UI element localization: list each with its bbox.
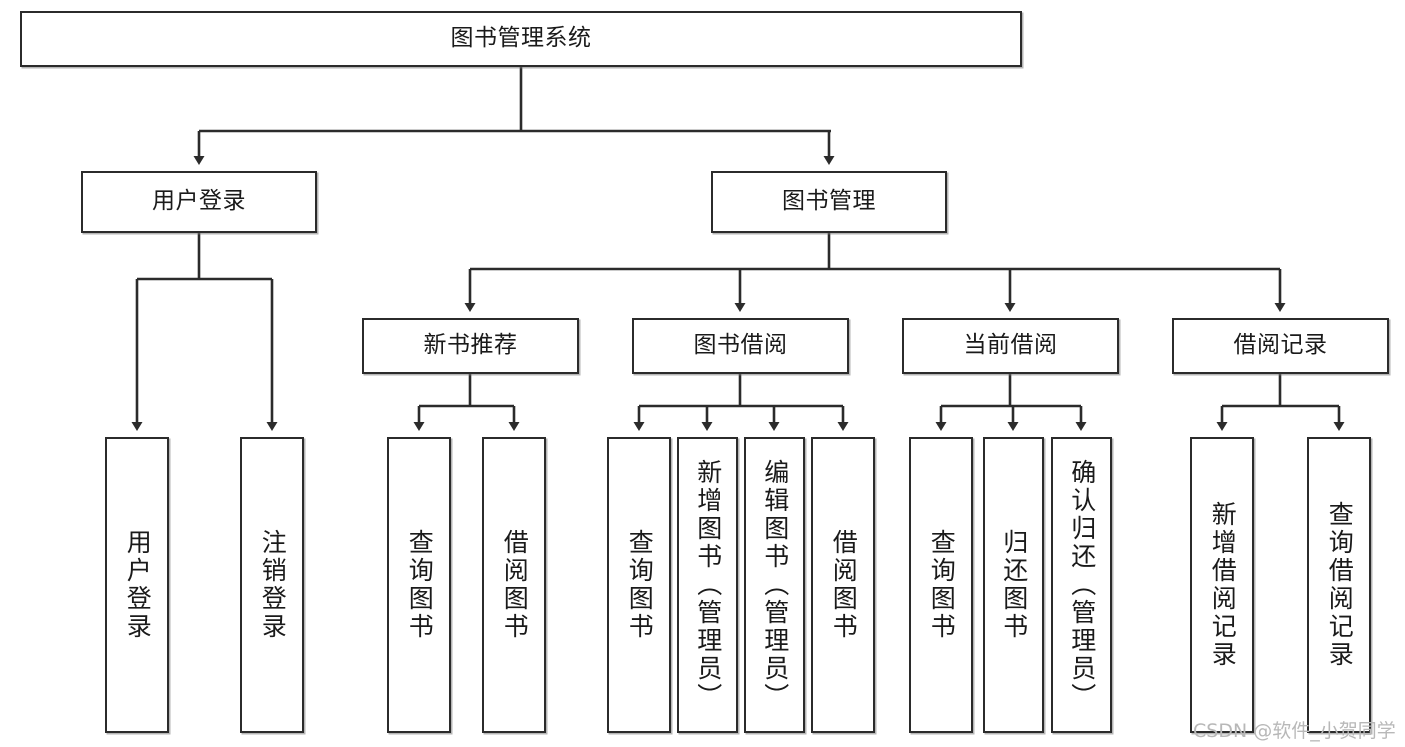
node-book-manage[interactable]: 图书管理: [711, 171, 947, 233]
node-leaf-query-borrow-record[interactable]: 查询借阅记录: [1307, 437, 1371, 733]
node-leaf-query-book-3[interactable]: 查询图书: [909, 437, 973, 733]
node-user-login[interactable]: 用户登录: [81, 171, 317, 233]
node-new-book-recommend-label: 新书推荐: [423, 332, 518, 359]
node-current-borrow[interactable]: 当前借阅: [902, 318, 1119, 374]
node-leaf-edit-book[interactable]: 编辑图书（管理员）: [744, 437, 805, 733]
node-leaf-add-book-label: 新增图书（管理员）: [693, 459, 723, 711]
node-leaf-logout[interactable]: 注销登录: [240, 437, 304, 733]
node-borrow-record[interactable]: 借阅记录: [1172, 318, 1389, 374]
node-leaf-confirm-return[interactable]: 确认归还（管理员）: [1051, 437, 1112, 733]
node-book-manage-label: 图书管理: [782, 188, 876, 215]
node-leaf-query-book-1-label: 查询图书: [405, 529, 435, 641]
node-leaf-edit-book-label: 编辑图书（管理员）: [760, 459, 790, 711]
node-leaf-query-book-3-label: 查询图书: [927, 529, 957, 641]
node-book-borrow[interactable]: 图书借阅: [632, 318, 849, 374]
node-root[interactable]: 图书管理系统: [20, 11, 1022, 67]
node-leaf-user-login-label: 用户登录: [123, 529, 153, 641]
node-leaf-query-book-2[interactable]: 查询图书: [607, 437, 671, 733]
node-leaf-query-book-2-label: 查询图书: [625, 529, 655, 641]
node-leaf-query-book-1[interactable]: 查询图书: [387, 437, 451, 733]
node-leaf-borrow-book-2-label: 借阅图书: [829, 529, 859, 641]
node-leaf-borrow-book-1-label: 借阅图书: [500, 529, 530, 641]
node-new-book-recommend[interactable]: 新书推荐: [362, 318, 579, 374]
node-leaf-confirm-return-label: 确认归还（管理员）: [1067, 459, 1097, 711]
node-leaf-add-borrow-record[interactable]: 新增借阅记录: [1190, 437, 1254, 733]
node-leaf-borrow-book-2[interactable]: 借阅图书: [811, 437, 875, 733]
node-leaf-logout-label: 注销登录: [258, 529, 288, 641]
node-leaf-add-book[interactable]: 新增图书（管理员）: [677, 437, 738, 733]
node-current-borrow-label: 当前借阅: [963, 332, 1058, 359]
node-book-borrow-label: 图书借阅: [693, 332, 788, 359]
node-leaf-add-borrow-record-label: 新增借阅记录: [1208, 501, 1238, 669]
node-leaf-user-login[interactable]: 用户登录: [105, 437, 169, 733]
node-leaf-return-book-label: 归还图书: [999, 529, 1029, 641]
csdn-watermark: CSDN @软件_小贺同学: [1193, 720, 1396, 742]
node-leaf-query-borrow-record-label: 查询借阅记录: [1325, 501, 1355, 669]
node-root-label: 图书管理系统: [450, 25, 592, 52]
node-borrow-record-label: 借阅记录: [1233, 332, 1328, 359]
node-user-login-label: 用户登录: [152, 188, 246, 215]
node-leaf-borrow-book-1[interactable]: 借阅图书: [482, 437, 546, 733]
node-leaf-return-book[interactable]: 归还图书: [983, 437, 1044, 733]
